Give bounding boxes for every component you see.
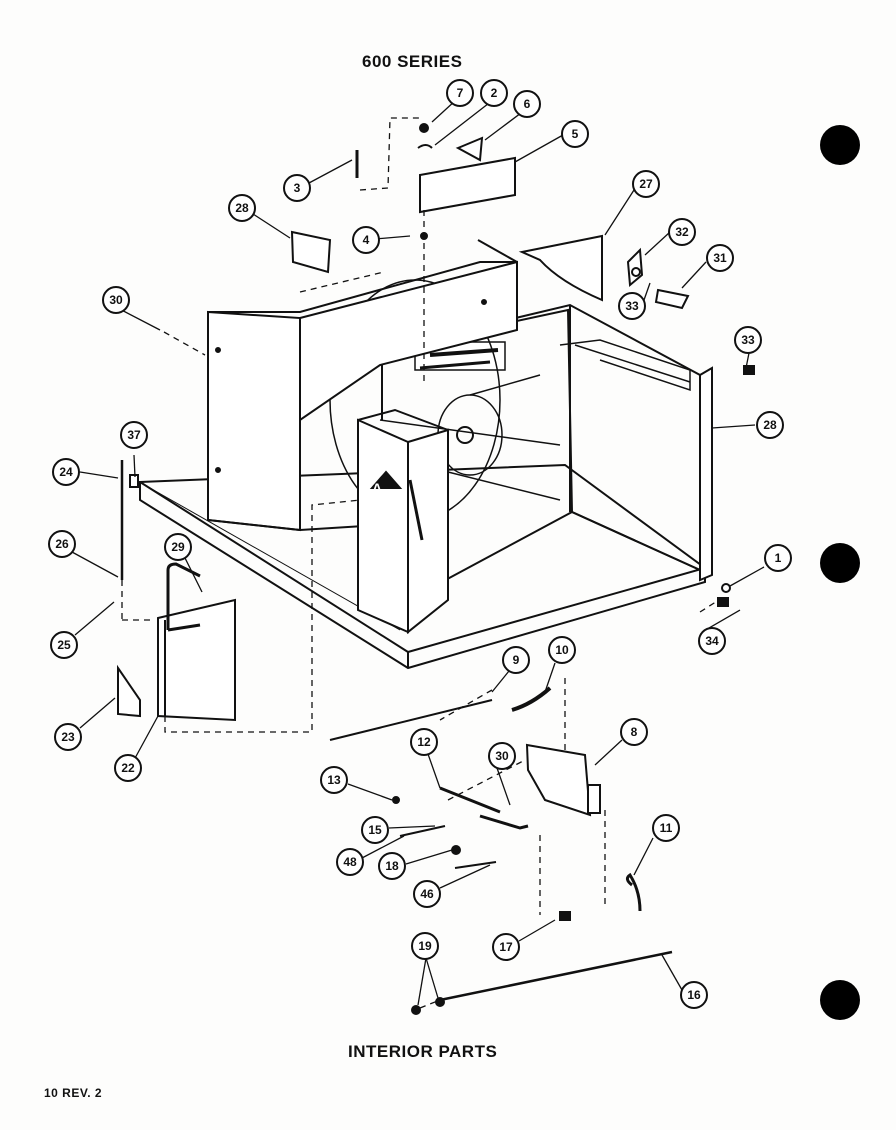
side-access-panel — [157, 562, 236, 722]
callout-25 — [50, 631, 78, 659]
cover-panel — [518, 234, 603, 302]
callout-8 — [620, 718, 648, 746]
callout-label-30a: 30 — [109, 293, 123, 307]
curved-link — [511, 686, 552, 712]
callout-label-15: 15 — [368, 823, 382, 837]
callout-11 — [652, 814, 680, 842]
callout-label-28b: 28 — [763, 418, 777, 432]
binder-hole-bottom — [820, 980, 860, 1020]
binder-hole-top — [820, 125, 860, 165]
callout-9 — [502, 646, 530, 674]
callout-32 — [668, 218, 696, 246]
callout-label-27: 27 — [639, 177, 653, 191]
callout-3 — [283, 174, 311, 202]
callout-label-33b: 33 — [741, 333, 755, 347]
callout-label-48: 48 — [343, 855, 357, 869]
callout-label-26: 26 — [55, 537, 69, 551]
part-marker-label: A — [372, 480, 382, 496]
callout-4 — [352, 226, 380, 254]
top-plate — [419, 156, 516, 214]
callout-label-18: 18 — [385, 859, 399, 873]
callout-label-17: 17 — [499, 940, 513, 954]
callout-label-5: 5 — [572, 127, 579, 141]
callout-label-22: 22 — [121, 761, 135, 775]
callout-label-25: 25 — [57, 638, 71, 652]
callout-29 — [164, 533, 192, 561]
callout-13 — [320, 766, 348, 794]
callout-label-16: 16 — [687, 988, 701, 1002]
triangle-clip — [455, 136, 484, 162]
callout-label-23: 23 — [61, 730, 75, 744]
callout-label-30b: 30 — [495, 749, 509, 763]
binder-hole-middle — [820, 543, 860, 583]
callout-30b — [488, 742, 516, 770]
callout-17 — [492, 933, 520, 961]
callout-5 — [561, 120, 589, 148]
callout-label-28a: 28 — [235, 201, 249, 215]
long-rod — [329, 699, 493, 741]
callout-label-10: 10 — [555, 643, 569, 657]
callout-label-19: 19 — [418, 939, 432, 953]
callout-15 — [361, 816, 389, 844]
callout-28b — [756, 411, 784, 439]
callout-7 — [446, 79, 474, 107]
callout-label-34: 34 — [705, 634, 719, 648]
callout-label-11: 11 — [660, 821, 673, 835]
callout-bubbles — [48, 79, 792, 1009]
callout-37 — [120, 421, 148, 449]
callout-label-9: 9 — [513, 653, 520, 667]
callout-27 — [632, 170, 660, 198]
callout-label-4: 4 — [363, 233, 370, 247]
callout-6 — [513, 90, 541, 118]
callout-label-46: 46 — [420, 887, 434, 901]
callout-label-6: 6 — [524, 97, 531, 111]
callout-label-1: 1 — [775, 551, 782, 565]
blower-housing-panel — [207, 239, 518, 532]
callout-24 — [52, 458, 80, 486]
callout-label-33a: 33 — [625, 299, 639, 313]
callout-label-7: 7 — [457, 86, 464, 100]
section-title: INTERIOR PARTS — [348, 1042, 498, 1061]
spring-clip — [625, 872, 642, 912]
series-title: 600 SERIES — [362, 52, 463, 71]
callout-label-24: 24 — [59, 465, 73, 479]
callout-30a — [102, 286, 130, 314]
callout-label-31: 31 — [713, 251, 727, 265]
callout-10 — [548, 636, 576, 664]
callout-19 — [411, 932, 439, 960]
callout-label-3: 3 — [294, 181, 301, 195]
latch-31 — [654, 288, 690, 310]
callout-label-13: 13 — [327, 773, 341, 787]
callout-label-37: 37 — [127, 428, 141, 442]
page-reference: 10 REV. 2 — [44, 1086, 103, 1100]
callout-31 — [706, 244, 734, 272]
corner-bracket — [117, 664, 141, 718]
callout-2 — [480, 79, 508, 107]
callout-16 — [680, 981, 708, 1009]
callout-28a — [228, 194, 256, 222]
callout-34 — [698, 627, 726, 655]
callout-label-29: 29 — [171, 540, 185, 554]
callout-46 — [413, 880, 441, 908]
callout-label-32: 32 — [675, 225, 689, 239]
callout-22 — [114, 754, 142, 782]
callout-12 — [410, 728, 438, 756]
callout-label-2: 2 — [491, 86, 498, 100]
callout-18 — [378, 852, 406, 880]
callout-label-12: 12 — [417, 735, 431, 749]
bottom-rod — [439, 950, 673, 1002]
center-panel — [357, 408, 449, 635]
callout-1 — [764, 544, 792, 572]
callout-33a — [618, 292, 646, 320]
control-bracket — [525, 743, 601, 817]
callout-33b — [734, 326, 762, 354]
callout-23 — [54, 723, 82, 751]
gasket-panel — [290, 230, 332, 274]
lever-assembly — [392, 786, 529, 869]
callout-26 — [48, 530, 76, 558]
callout-label-8: 8 — [631, 725, 638, 739]
callout-48 — [336, 848, 364, 876]
